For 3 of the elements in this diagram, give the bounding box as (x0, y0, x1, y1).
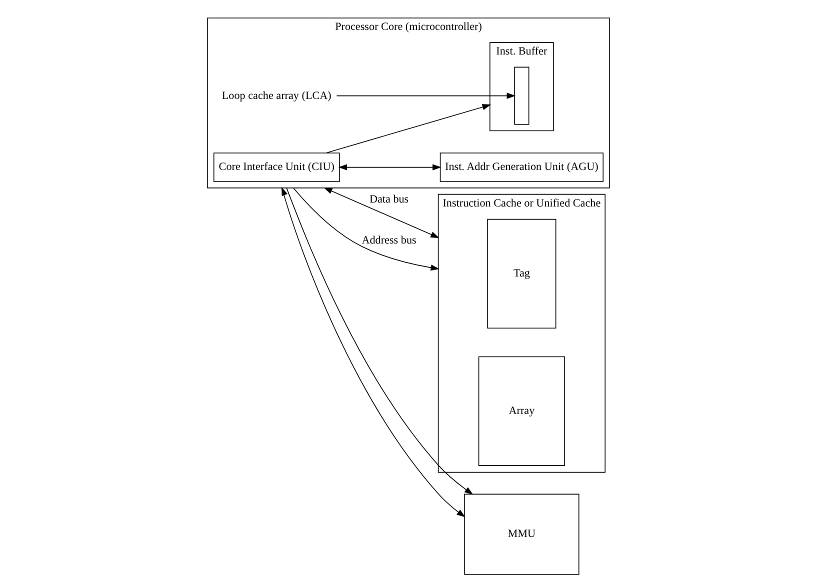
node-text: Loop cache array (LCA) (222, 90, 332, 102)
edge-label: Address bus (362, 234, 416, 247)
edge-label: Data bus (369, 193, 409, 206)
